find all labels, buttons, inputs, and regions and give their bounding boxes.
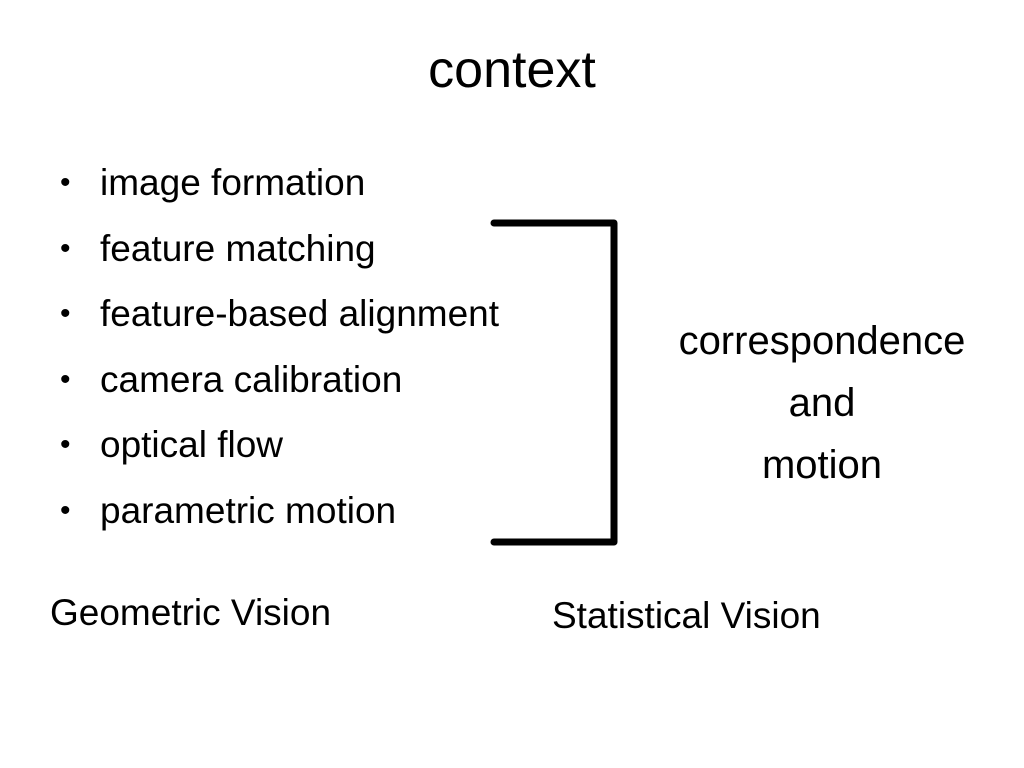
bullet-dot-icon: •	[60, 166, 71, 199]
label-line-correspondence: correspondence	[678, 319, 966, 363]
bullet-text: feature-based alignment	[100, 293, 500, 334]
bullet-dot-icon: •	[60, 297, 71, 330]
bullet-list: • image formation • feature matching • f…	[58, 150, 499, 543]
right-bracket-shape	[490, 219, 618, 546]
correspondence-motion-label: correspondence and motion	[640, 310, 1004, 496]
bullet-item: • camera calibration	[58, 347, 499, 413]
bullet-dot-icon: •	[60, 428, 71, 461]
label-line-and: and	[788, 381, 856, 425]
caption-statistical-vision: Statistical Vision	[552, 595, 821, 636]
label-line-motion: motion	[761, 443, 883, 487]
bullet-text: parametric motion	[100, 489, 397, 531]
bullet-text: optical flow	[100, 424, 284, 465]
bullet-item: • feature-based alignment	[58, 281, 499, 347]
bullet-text: image formation	[100, 162, 366, 203]
slide-title: context	[428, 41, 596, 99]
bullet-item: • optical flow	[58, 412, 499, 478]
bracket-path	[490, 219, 618, 546]
bullet-dot-icon: •	[60, 362, 71, 396]
bullet-text: feature matching	[100, 227, 376, 269]
bullet-item: • parametric motion	[58, 478, 499, 544]
bullet-text: camera calibration	[100, 358, 403, 400]
bullet-item: • feature matching	[58, 216, 499, 282]
bullet-dot-icon: •	[60, 493, 71, 527]
caption-geometric-vision: Geometric Vision	[50, 592, 332, 633]
bullet-item: • image formation	[58, 150, 499, 216]
bullet-dot-icon: •	[60, 231, 71, 265]
